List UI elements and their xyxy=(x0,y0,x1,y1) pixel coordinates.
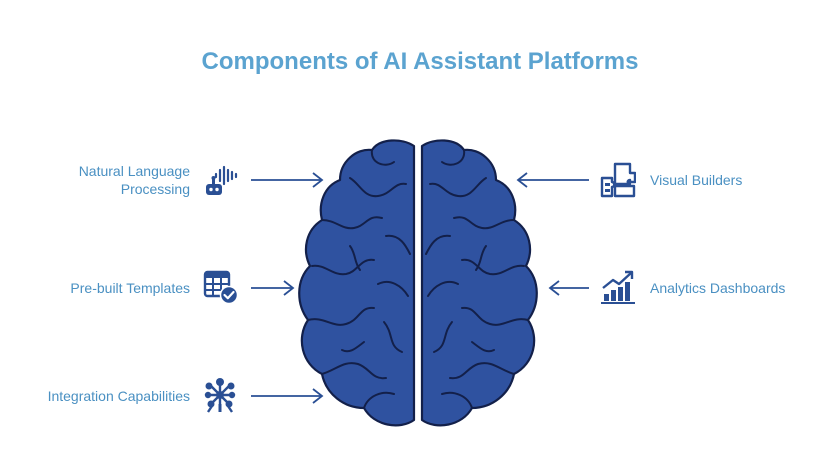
arrow-integration xyxy=(251,388,324,404)
label-visual-builders: Visual Builders xyxy=(650,172,743,188)
table-check-icon xyxy=(203,270,238,304)
label-integration-capabilities: Integration Capabilities xyxy=(47,388,190,404)
arrow-nlp xyxy=(251,172,324,188)
puzzle-icon xyxy=(600,162,636,198)
arrow-analytics xyxy=(548,280,589,296)
growth-chart-icon xyxy=(601,270,635,304)
arrow-templates xyxy=(251,280,295,296)
brain-left-hemisphere xyxy=(298,139,416,427)
page-title: Components of AI Assistant Platforms xyxy=(201,48,639,75)
label-line-2: Processing xyxy=(120,181,190,197)
label-analytics-dashboards: Analytics Dashboards xyxy=(650,280,786,296)
label-natural-language-processing: Natural Language Processing xyxy=(40,162,190,198)
arrow-visual-builders xyxy=(516,172,589,188)
atomium-icon xyxy=(204,378,236,413)
robot-voice-icon xyxy=(206,165,238,195)
brain-folds-right xyxy=(425,149,529,409)
brain-illustration xyxy=(298,139,538,427)
brain-folds-left xyxy=(307,149,411,409)
label-pre-built-templates: Pre-built Templates xyxy=(70,280,190,296)
label-line-1: Natural Language xyxy=(78,163,190,179)
brain-right-hemisphere xyxy=(420,139,538,427)
